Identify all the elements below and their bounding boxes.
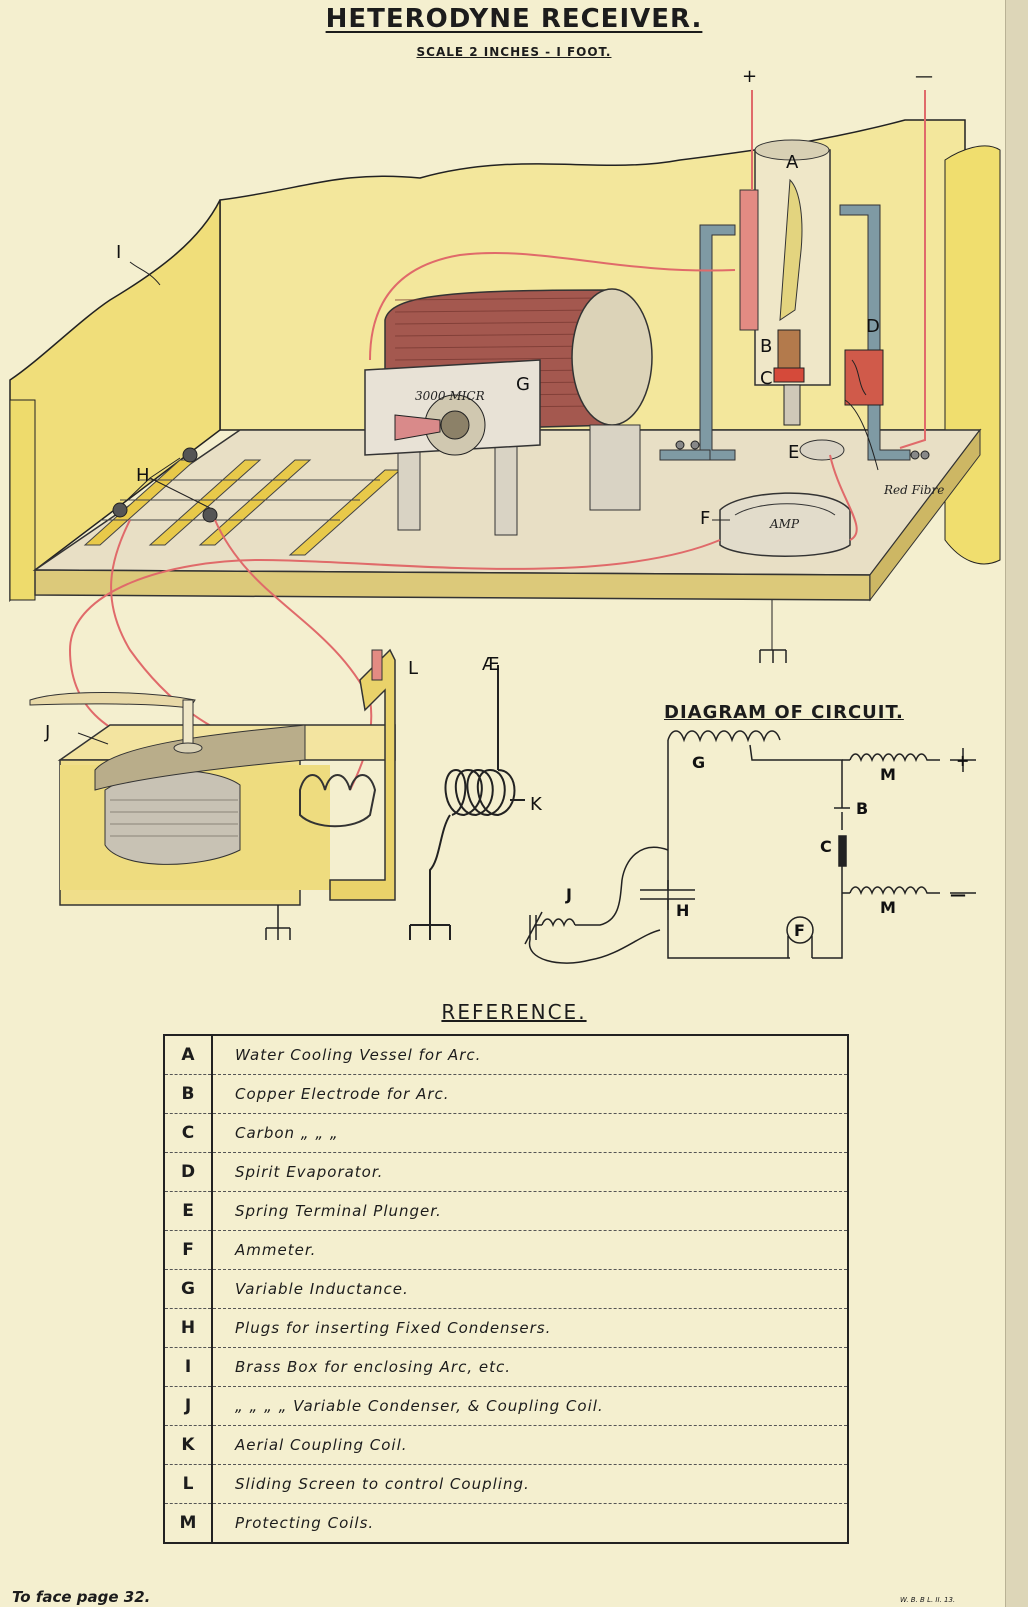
label-k: K bbox=[530, 794, 543, 815]
reference-key: M bbox=[164, 1503, 213, 1544]
label-aerial: Æ bbox=[482, 654, 500, 675]
label-f: F bbox=[700, 508, 710, 529]
inductance-dial-panel: 3000 MICR bbox=[364, 359, 541, 456]
reference-key: F bbox=[164, 1230, 213, 1270]
reference-description: Water Cooling Vessel for Arc. bbox=[212, 1035, 848, 1075]
scale-caption: SCALE 2 INCHES - I FOOT. bbox=[416, 45, 612, 59]
reference-description: Protecting Coils. bbox=[212, 1503, 848, 1544]
svg-text:AMP: AMP bbox=[769, 517, 800, 531]
aerial-coupling-coil bbox=[409, 665, 525, 940]
reference-description: Carbon „ „ „ bbox=[212, 1113, 848, 1153]
reference-description: Variable Inductance. bbox=[212, 1269, 848, 1309]
ground-symbol-base bbox=[759, 649, 787, 663]
reference-key: E bbox=[164, 1191, 213, 1231]
reference-description: Plugs for inserting Fixed Condensers. bbox=[212, 1308, 848, 1348]
terminal-posts bbox=[112, 447, 218, 523]
sliding-screen bbox=[329, 648, 396, 901]
label-e: E bbox=[788, 442, 799, 463]
spirit-evaporator bbox=[844, 349, 884, 406]
svg-text:3000 MICR: 3000 MICR bbox=[415, 389, 485, 403]
reference-key: B bbox=[164, 1074, 213, 1114]
reference-description: Spring Terminal Plunger. bbox=[212, 1191, 848, 1231]
reference-key: C bbox=[164, 1113, 213, 1153]
reference-key: G bbox=[164, 1269, 213, 1309]
arc-electrodes bbox=[773, 329, 845, 461]
reference-key: L bbox=[164, 1464, 213, 1504]
label-c: C bbox=[760, 368, 773, 389]
label-h: H bbox=[136, 465, 150, 486]
red-fibre-label: Red Fibre bbox=[883, 483, 944, 497]
label-a: A bbox=[786, 152, 799, 173]
label-d: D bbox=[866, 316, 880, 337]
minus-terminal-label: — bbox=[915, 66, 933, 87]
label-i: I bbox=[116, 242, 121, 263]
reference-description: Aerial Coupling Coil. bbox=[212, 1425, 848, 1465]
label-b: B bbox=[760, 336, 772, 357]
reference-description: Spirit Evaporator. bbox=[212, 1152, 848, 1192]
brass-box-right-edge bbox=[944, 145, 1001, 565]
footer-page-note: To face page 32. bbox=[12, 1588, 151, 1606]
condenser-plug-rails bbox=[83, 459, 402, 556]
reference-key: H bbox=[164, 1308, 213, 1348]
base-board-side bbox=[869, 428, 981, 602]
base-board-front bbox=[34, 569, 871, 601]
binding-posts-base bbox=[675, 440, 930, 460]
reference-description: Brass Box for enclosing Arc, etc. bbox=[212, 1347, 848, 1387]
plus-terminal-label: + bbox=[742, 66, 757, 87]
reference-title: REFERENCE. bbox=[441, 1000, 587, 1024]
apparatus-illustration: 3000 MICR AMP bbox=[9, 66, 1001, 940]
reference-description: Ammeter. bbox=[212, 1230, 848, 1270]
label-j: J bbox=[44, 722, 50, 743]
brass-box-left-wall bbox=[9, 199, 221, 603]
ammeter: AMP bbox=[719, 492, 851, 557]
reference-key: J bbox=[164, 1386, 213, 1426]
reference-row: J„ „ „ „ Variable Condenser, & Coupling … bbox=[164, 1386, 848, 1426]
page-edge bbox=[1005, 0, 1028, 1607]
coupling-box bbox=[29, 692, 396, 906]
arc-support-brackets bbox=[659, 204, 911, 461]
leader-lines bbox=[77, 261, 879, 745]
circuit-diagram-title: DIAGRAM OF CIRCUIT. bbox=[664, 702, 904, 723]
reference-key: I bbox=[164, 1347, 213, 1387]
reference-key: K bbox=[164, 1425, 213, 1465]
reference-description: „ „ „ „ Variable Condenser, & Coupling C… bbox=[212, 1386, 848, 1426]
page-title: HETERODYNE RECEIVER. bbox=[325, 4, 703, 34]
reference-description: Sliding Screen to control Coupling. bbox=[212, 1464, 848, 1504]
brass-box-left-strip bbox=[9, 399, 36, 601]
ground-symbol-coupling-box bbox=[265, 905, 291, 940]
label-l: L bbox=[408, 658, 418, 679]
reference-description: Copper Electrode for Arc. bbox=[212, 1074, 848, 1114]
label-g: G bbox=[516, 374, 530, 395]
reference-key: D bbox=[164, 1152, 213, 1192]
print-code: W. B. B L. II. 13. bbox=[900, 1596, 956, 1604]
reference-key: A bbox=[164, 1035, 213, 1075]
